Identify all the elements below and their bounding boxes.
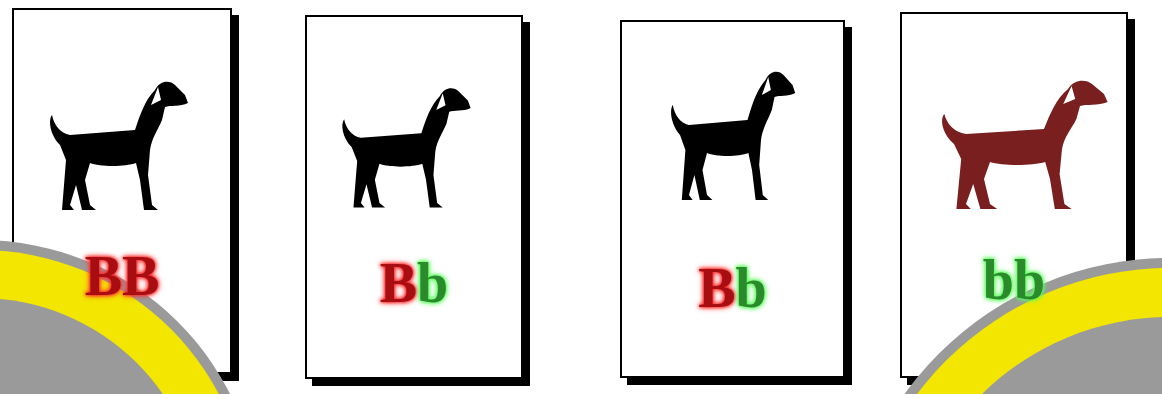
dog-silhouette (671, 72, 795, 200)
allele-letter: b (417, 252, 448, 314)
genotype-label: Bb (622, 258, 843, 320)
allele-letter: B (698, 257, 735, 319)
genotype-card: Bb (305, 15, 523, 379)
genotype-card: BB (12, 8, 232, 374)
dog-silhouette (50, 82, 188, 210)
corner-arc-right (843, 258, 1162, 394)
allele-letter: B (85, 245, 122, 307)
allele-letter: b (1014, 249, 1045, 311)
allele-letter: b (736, 257, 767, 319)
genotype-card: bb (900, 12, 1128, 378)
corner-arc-left (0, 240, 260, 394)
allele-letter: b (983, 249, 1014, 311)
genotype-label: BB (14, 246, 230, 308)
allele-letter: B (380, 252, 417, 314)
genotype-label: Bb (307, 253, 521, 315)
genotype-card: Bb (620, 20, 845, 378)
dog-silhouette (342, 88, 470, 207)
dog-silhouette (942, 81, 1108, 209)
genotype-label: bb (902, 250, 1126, 312)
allele-letter: B (122, 245, 159, 307)
